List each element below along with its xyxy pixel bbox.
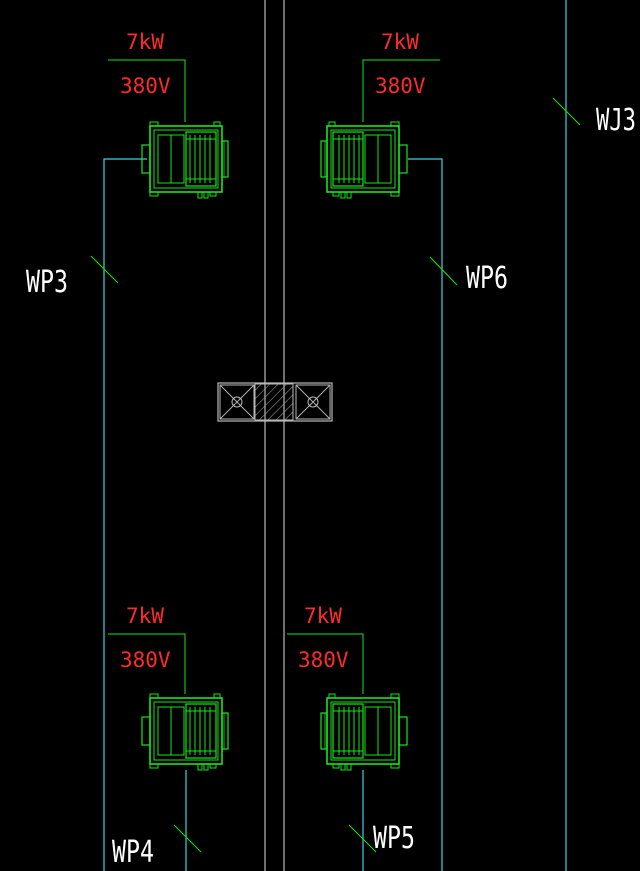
unit-top-right [320, 121, 408, 199]
circuit-labels: WJ3 WP3 WP6 WP4 WP5 [26, 103, 636, 870]
voltage-label: 380V [298, 648, 349, 672]
voltage-label: 380V [375, 74, 426, 98]
cable-runs [103, 0, 567, 871]
circuit-label-wp3: WP3 [26, 265, 68, 300]
unit-bottom-right [320, 693, 408, 771]
cable-wp3 [103, 158, 147, 871]
circuit-tick-marks [90, 97, 581, 853]
unit-top-left [141, 121, 229, 199]
voltage-label: 380V [120, 74, 171, 98]
power-label: 7kW [126, 604, 164, 628]
power-label: 7kW [381, 30, 419, 54]
power-leaders [108, 59, 440, 694]
shaft-walls [264, 0, 285, 871]
circuit-label-wp5: WP5 [373, 821, 415, 856]
unit-bottom-left [141, 693, 229, 771]
power-label: 7kW [304, 604, 342, 628]
power-labels: 7kW 380V 7kW 380V 7kW 380V 7kW 380V [120, 30, 426, 672]
voltage-label: 380V [120, 648, 171, 672]
circuit-label-wj3: WJ3 [596, 103, 636, 138]
circuit-label-wp6: WP6 [466, 261, 508, 296]
circuit-label-wp4: WP4 [112, 835, 154, 870]
cable-wp6 [408, 158, 443, 871]
shaft-grille-icon [217, 382, 333, 422]
power-label: 7kW [126, 30, 164, 54]
